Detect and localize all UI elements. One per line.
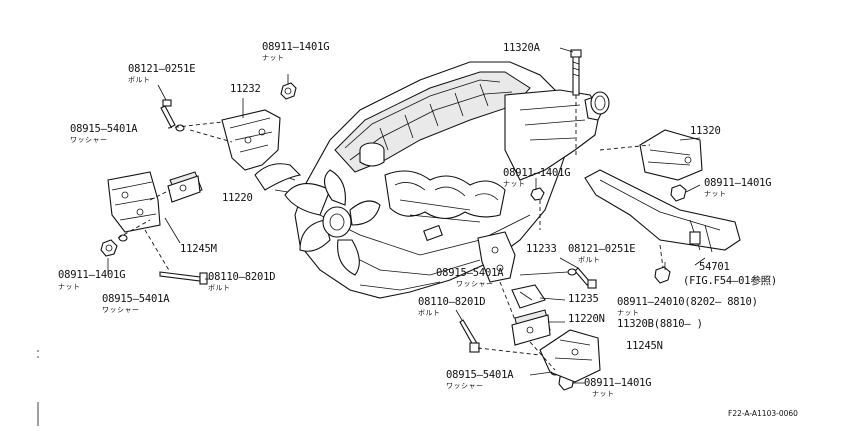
label-08915-5401a-center: 08915—5401A [436, 267, 504, 279]
label-08121-0251e-right: 08121—0251E [568, 243, 636, 255]
label-bolt-jp-left: ボルト [128, 76, 151, 84]
bracket-11233 [477, 231, 516, 283]
label-08915-5401a-lower-left: 08915—5401A [102, 293, 170, 305]
label-washer-jp-center: ワッシャー [456, 280, 494, 288]
label-11233: 11233 [526, 243, 557, 255]
figure-code: F22-A-A1103-0060 [728, 409, 798, 418]
label-washer-jp-lower-left: ワッシャー [102, 306, 140, 314]
label-11220: 11220 [222, 192, 253, 204]
label-washer-jp-lower: ワッシャー [446, 382, 484, 390]
label-11320b: 11320B(8810— ) [617, 318, 703, 330]
label-08915-5401a-lower: 08915—5401A [446, 369, 514, 381]
bracket-11232 [221, 109, 281, 171]
label-fig-f54-01-ref: (FIG.F54—01参照) [683, 275, 778, 287]
insulator-11220 [167, 171, 203, 203]
label-washer-jp-left: ワッシャー [70, 136, 108, 144]
label-08121-0251e-left: 08121—0251E [128, 63, 196, 75]
label-08110-8201d-lower: 08110—8201D [418, 296, 486, 308]
label-bolt-jp-lower: ボルト [418, 309, 441, 317]
label-nut-jp-right: ナット [704, 190, 727, 198]
insulator-11235 [511, 284, 546, 309]
rear-insulator-11320 [639, 129, 703, 181]
label-08915-5401a-left: 08915—5401A [70, 123, 138, 135]
label-11235: 11235 [568, 293, 599, 305]
insulator-11220n [511, 309, 551, 346]
label-54701: 54701 [699, 261, 730, 273]
leader-lines [107, 47, 706, 384]
label-nut-jp-top: ナット [262, 54, 285, 62]
crossmember-54701 [584, 169, 741, 253]
label-11245m: 11245M [180, 243, 217, 255]
label-nut-jp-lower: ナット [592, 390, 615, 398]
label-08911-1401g-center: 08911—1401G [503, 167, 571, 179]
label-bolt-jp-mid: ボルト [208, 284, 231, 292]
label-bolt-jp-right: ボルト [578, 256, 601, 264]
label-08911-1401g-left: 08911—1401G [58, 269, 126, 281]
hardware [100, 49, 687, 391]
label-11232: 11232 [230, 83, 261, 95]
label-08911-1401g-lower: 08911—1401G [584, 377, 652, 389]
label-08911-1401g-top: 08911—1401G [262, 41, 330, 53]
cooling-fan [254, 163, 381, 276]
label-nut-jp-24010: ナット [617, 309, 640, 317]
label-08110-8201d-left: 08110—8201D [208, 271, 276, 283]
label-nut-jp-left: ナット [58, 283, 81, 291]
label-11320a: 11320A [503, 42, 540, 54]
label-11220n: 11220N [568, 313, 605, 325]
label-nut-jp-center: ナット [503, 180, 526, 188]
bracket-11245n [539, 329, 601, 383]
label-08911-1401g-right: 08911—1401G [704, 177, 772, 189]
label-08911-24010: 08911—24010(8202— 8810) [617, 296, 758, 308]
label-11245n: 11245N [626, 340, 663, 352]
bracket-11245m [107, 171, 161, 233]
label-11320: 11320 [690, 125, 721, 137]
